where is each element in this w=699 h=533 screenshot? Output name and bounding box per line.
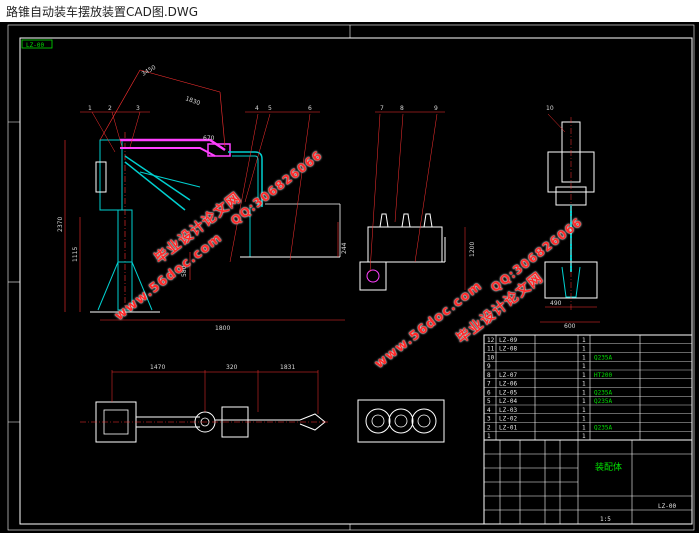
bom-cell: 6 — [487, 389, 491, 396]
bom-cell: 1 — [582, 346, 586, 353]
bom-cell: 4 — [487, 407, 491, 414]
bom-cell: 11 — [487, 346, 495, 353]
bom-cell: 10 — [487, 354, 495, 361]
bom-cell: 9 — [487, 363, 491, 370]
dim-600: 600 — [564, 323, 576, 330]
bom-cell: 1 — [582, 372, 586, 379]
dim-490: 490 — [550, 300, 562, 307]
bom-cell: 1 — [582, 363, 586, 370]
drawing-frame — [19, 37, 693, 525]
bom-cell: Q235A — [594, 389, 612, 396]
bom-cell: LZ-02 — [499, 416, 517, 423]
right-view — [540, 113, 600, 323]
bom-cell: 8 — [487, 372, 491, 379]
title-block — [483, 439, 693, 525]
bom-cell: 1 — [487, 433, 491, 440]
part-no-4: 4 — [255, 105, 259, 112]
window-title: 路锥自动装车摆放装置CAD图.DWG — [6, 5, 199, 19]
dim-1831: 1831 — [280, 364, 295, 371]
cad-canvas[interactable]: LZ-00 — [0, 22, 699, 533]
drawing-border — [7, 24, 695, 531]
bom-cell: Q235A — [594, 424, 612, 431]
bom-cell: 1 — [582, 407, 586, 414]
bom-cell: LZ-09 — [499, 337, 517, 344]
dim-670: 670 — [203, 135, 215, 142]
dim-1470: 1470 — [150, 364, 165, 371]
top-view — [80, 370, 330, 443]
title-block-drawing-no: LZ-00 — [658, 503, 676, 510]
title-block-name: 装配体 — [595, 461, 622, 473]
part-no-9: 9 — [434, 105, 438, 112]
part-no-3: 3 — [136, 105, 140, 112]
bom-cell: 1 — [582, 416, 586, 423]
dim-580: 580 — [181, 265, 188, 277]
part-no-6: 6 — [308, 105, 312, 112]
bom-cell: LZ-06 — [499, 381, 517, 388]
bom-cell: LZ-03 — [499, 407, 517, 414]
bom-cell: 1 — [582, 389, 586, 396]
bom-cell: 1 — [582, 424, 586, 431]
bom-cell: 1 — [582, 354, 586, 361]
dim-320: 320 — [226, 364, 238, 371]
bom-cell: LZ-07 — [499, 372, 517, 379]
part-no-8: 8 — [400, 105, 404, 112]
bom-cell: 3 — [487, 416, 491, 423]
dim-2370: 2370 — [57, 217, 64, 232]
part-no-2: 2 — [108, 105, 112, 112]
frame-tag-box — [21, 39, 53, 49]
dim-1115: 1115 — [72, 247, 79, 262]
dim-3450: 3450 — [141, 64, 158, 78]
part-no-1: 1 — [88, 105, 92, 112]
dim-1800: 1800 — [215, 325, 230, 332]
bom-cell: 2 — [487, 424, 491, 431]
section-view — [357, 399, 445, 443]
bom-cell: LZ-05 — [499, 389, 517, 396]
bom-cell: HT200 — [594, 372, 612, 379]
bom-cell: 1 — [582, 381, 586, 388]
bom-table — [483, 334, 693, 441]
side-view — [359, 111, 466, 291]
part-no-10: 10 — [546, 105, 554, 112]
bom-cell: 1 — [582, 337, 586, 344]
dim-244: 244 — [341, 242, 348, 254]
dim-1830: 1830 — [184, 95, 201, 107]
front-view — [64, 69, 345, 321]
bom-cell: 5 — [487, 398, 491, 405]
window-titlebar: 路锥自动装车摆放装置CAD图.DWG — [0, 0, 699, 23]
dim-1200: 1200 — [469, 242, 476, 257]
bom-cell: LZ-01 — [499, 424, 517, 431]
bom-cell: Q235A — [594, 354, 612, 361]
title-block-scale: 1:5 — [600, 516, 611, 523]
bom-cell: 1 — [582, 398, 586, 405]
cad-drawing: LZ-00 — [7, 24, 695, 531]
bom-cell: 7 — [487, 381, 491, 388]
part-no-7: 7 — [380, 105, 384, 112]
bom-cell: Q235A — [594, 398, 612, 405]
bom-cell: LZ-08 — [499, 346, 517, 353]
bom-cell: 1 — [582, 433, 586, 440]
part-no-5: 5 — [268, 105, 272, 112]
frame-tag: LZ-00 — [26, 42, 44, 49]
bom-cell: 12 — [487, 337, 495, 344]
bom-cell: LZ-04 — [499, 398, 517, 405]
